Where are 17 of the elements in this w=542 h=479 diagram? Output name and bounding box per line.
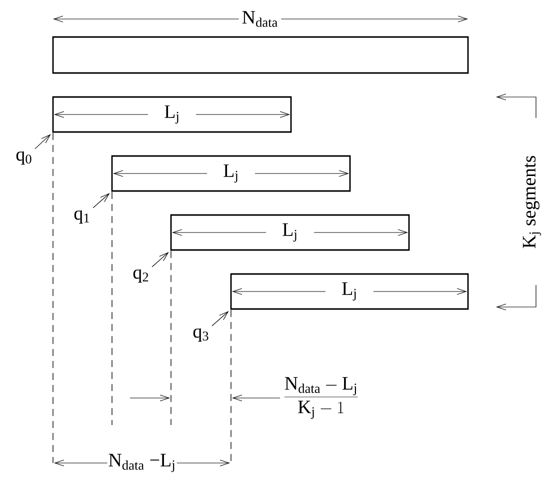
- point-label: q$_{1}$: [74, 210, 90, 224]
- dimension-label: N$_{data}$: [238, 8, 282, 30]
- data-bar: [52, 36, 469, 74]
- segment-box: L$_{j}$: [170, 214, 410, 251]
- point-label: q$_{2}$: [133, 269, 148, 283]
- segment-box: L$_{j}$: [230, 273, 469, 310]
- segment-box: L$_{j}$: [52, 96, 292, 133]
- segment-box: L$_{j}$: [111, 155, 351, 192]
- leader-arrow: [92, 193, 110, 208]
- segment-count-label: K$_{j}$ segments: [522, 156, 542, 248]
- leader-arrow: [152, 252, 169, 268]
- leader-arrow: [34, 134, 51, 150]
- point-label: q$_{3}$: [193, 328, 208, 342]
- leader-arrow: [212, 311, 229, 326]
- dimension-label: N$_{data}$ −L$_{j}$: [107, 452, 177, 474]
- spacing-formula: $\frac{\mathrm{N}_{\mathrm{data}} - \mathrm{L}_{\mathrm{j}}}{\mathrm{K}_{\mathrm{j}} - 1}$: [284, 377, 358, 419]
- point-label: q$_{0}$: [16, 151, 32, 165]
